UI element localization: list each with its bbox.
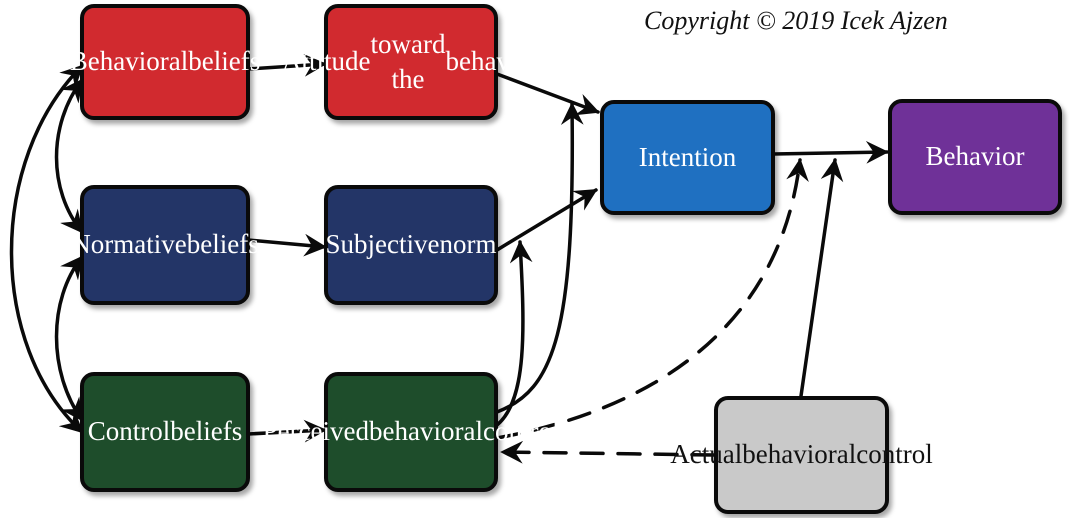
node-label-line: toward the xyxy=(370,28,446,94)
arrow-intention-to-behavior xyxy=(771,140,889,164)
copyright-notice: Copyright © 2019 Icek Ajzen xyxy=(644,6,948,35)
node-label-line: behavior xyxy=(445,46,540,77)
arrow-perceived-control-moderation xyxy=(495,240,533,427)
arrow-attitude-to-intention xyxy=(495,72,600,116)
arc-behavioral-normative-beliefs xyxy=(54,78,84,234)
arrow-control-beliefs-to-perceived-control xyxy=(246,419,327,443)
node-label-line: Behavior xyxy=(925,141,1025,172)
node-label-line: Intention xyxy=(638,141,737,172)
arrow-normative-beliefs-to-subjective-norm xyxy=(246,233,327,257)
node-label-line: control xyxy=(482,416,560,447)
arrow-actual-control-to-behavior xyxy=(799,158,844,398)
node-label-line: behavioral xyxy=(369,416,483,447)
arc-normative-control-beliefs xyxy=(54,255,84,422)
arrow-perceived-control-to-intention xyxy=(495,102,584,414)
arrow-subjective-norm-to-intention xyxy=(495,188,598,252)
node-label-line: beliefs xyxy=(170,416,243,447)
node-label-line: control xyxy=(856,439,933,470)
node-label-line: beliefs xyxy=(186,229,259,260)
node-label-line: Actual xyxy=(670,439,743,470)
node-label-line: Normative xyxy=(71,229,187,260)
node-label-line: norm xyxy=(439,229,497,260)
node-label-line: behavioral xyxy=(742,439,857,470)
node-label-line: Behavioral xyxy=(69,46,189,77)
node-label-line: beliefs xyxy=(188,46,261,77)
dashed-actual-to-perceived-control xyxy=(500,440,716,464)
node-label-line: Attitude xyxy=(282,46,371,77)
node-label-line: Control xyxy=(87,416,171,447)
arrow-behavioral-beliefs-to-attitude xyxy=(246,54,327,77)
node-label-line: Subjective xyxy=(325,229,440,260)
intention-box: Intention xyxy=(600,100,775,215)
arc-behavioral-control-beliefs xyxy=(9,64,84,434)
dashed-perceived-to-intention-behavior xyxy=(495,158,809,440)
behavior-box: Behavior xyxy=(888,99,1062,215)
node-label-line: Perceived xyxy=(262,416,370,447)
